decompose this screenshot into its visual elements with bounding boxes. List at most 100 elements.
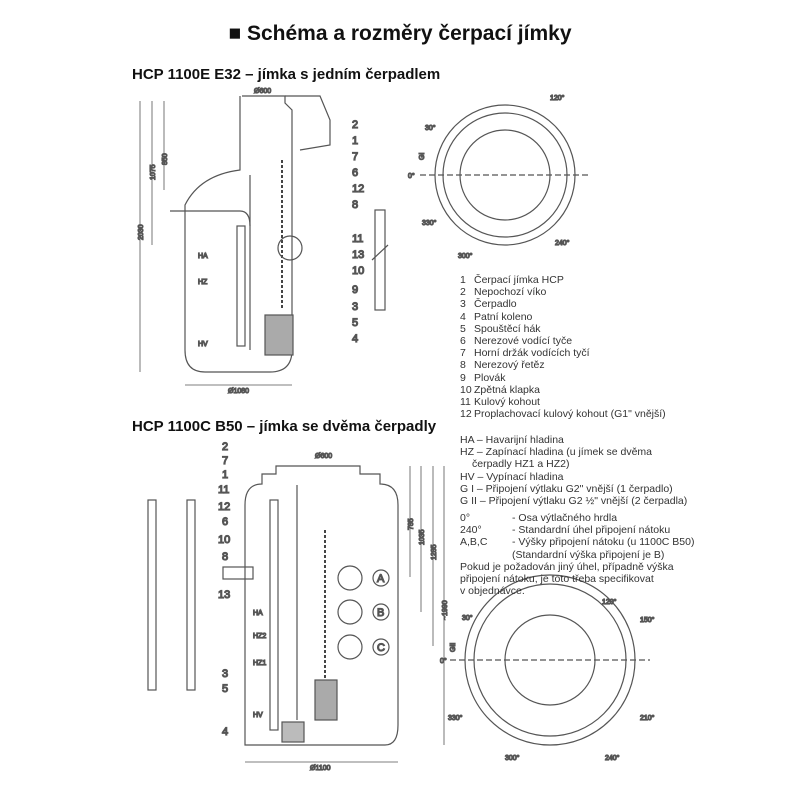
section1-heading: HCP 1100E E32 – jímka s jedním čerpadlem <box>132 66 441 83</box>
svg-text:2: 2 <box>352 119 358 131</box>
legend-line: G I – Připojení výtlaku G2" vnější (1 če… <box>460 482 673 495</box>
dim-diameter-600: Ø600 <box>315 453 332 460</box>
inlet-markers <box>372 569 390 656</box>
connection-label: GI <box>419 153 426 160</box>
svg-text:10: 10 <box>352 265 364 277</box>
level-hv: HV <box>198 341 208 348</box>
svg-text:2: 2 <box>222 441 228 453</box>
legend-line: A,B,C- Výšky připojení nátoku (u 1100C B… <box>460 536 695 549</box>
legend-line: 240°- Standardní úhel připojení nátoku <box>460 524 671 537</box>
svg-text:11: 11 <box>218 484 229 496</box>
inlet-a: A <box>377 573 385 585</box>
level-hz2: HZ2 <box>253 633 266 640</box>
legend-line: HV – Vypínací hladina <box>460 470 564 483</box>
level-hz: HZ <box>198 279 208 286</box>
svg-text:5: 5 <box>222 683 228 695</box>
callouts-2: 2 7 1 11 12 6 10 8 13 3 5 4 <box>217 440 230 738</box>
svg-text:10: 10 <box>218 534 230 546</box>
svg-text:9: 9 <box>352 284 358 296</box>
svg-text:12: 12 <box>218 501 230 513</box>
svg-text:6: 6 <box>222 516 228 528</box>
dim-1990: ~1990 <box>442 600 449 620</box>
svg-text:6: 6 <box>352 167 358 179</box>
svg-text:7: 7 <box>222 455 228 467</box>
dim-850: 850 <box>162 153 169 165</box>
svg-text:5: 5 <box>352 317 358 329</box>
angle-label: 300° <box>505 754 520 762</box>
angle-label: 240° <box>605 754 620 762</box>
top-view-2 <box>450 574 650 746</box>
angle-label: 300° <box>458 252 473 260</box>
svg-text:3: 3 <box>352 301 358 313</box>
angle-label: 150° <box>640 616 655 624</box>
legend-line: čerpadly HZ1 a HZ2) <box>472 458 570 471</box>
dim-1285: 1285 <box>431 544 438 560</box>
svg-text:8: 8 <box>222 551 228 563</box>
svg-text:4: 4 <box>352 333 358 345</box>
dimensions-1 <box>139 101 292 386</box>
note-line: připojení nátoku, je toto třeba specifik… <box>460 573 654 586</box>
angle-label: 330° <box>422 219 437 227</box>
dim-diameter-600: Ø600 <box>254 88 271 95</box>
angle-label: 120° <box>550 94 565 102</box>
legend-line: 0°- Osa výtlačného hrdla <box>460 512 618 524</box>
angle-label: 0° <box>408 172 415 180</box>
tank-1100e <box>170 95 389 373</box>
legend-line: G II – Připojení výtlaku G2 ½" vnější (2… <box>460 495 688 508</box>
inlet-c: C <box>377 642 385 654</box>
legend-line: (Standardní výška připojení je B) <box>512 548 665 561</box>
svg-text:13: 13 <box>352 249 364 261</box>
level-hv: HV <box>253 712 263 719</box>
dim-diameter-1100: Ø1100 <box>310 765 331 772</box>
note-line: v objednávce. <box>460 585 525 598</box>
dim-diameter-1080: Ø1080 <box>228 388 249 395</box>
dim-1075: 1075 <box>150 164 157 180</box>
angle-label: 240° <box>555 239 570 247</box>
angle-label: 210° <box>640 714 655 722</box>
angle-label: 0° <box>440 657 447 665</box>
level-hz1: HZ1 <box>253 660 266 667</box>
angle-label: 120° <box>602 598 617 606</box>
svg-text:8: 8 <box>352 199 358 211</box>
angles-legend: 0°- Osa výtlačného hrdla 240°- Standardn… <box>460 512 694 597</box>
svg-text:3: 3 <box>222 668 228 680</box>
svg-text:13: 13 <box>218 589 230 601</box>
levels-legend: HA – Havarijní hladina HZ – Zapínací hla… <box>460 434 687 507</box>
dim-1035: 1035 <box>419 529 426 545</box>
level-ha: HA <box>253 610 263 617</box>
svg-text:4: 4 <box>222 726 228 738</box>
top-view-1 <box>420 104 590 246</box>
page-title: ■ Schéma a rozměry čerpací jímky <box>228 22 572 45</box>
connection-label: GII <box>450 643 457 652</box>
dim-2030: 2030 <box>138 224 145 240</box>
legend-line: HZ – Zapínací hladina (u jímek se dvěma <box>460 446 653 459</box>
section2-heading: HCP 1100C B50 – jímka se dvěma čerpadly <box>132 418 437 435</box>
angle-label: 30° <box>425 124 436 132</box>
note-line: Pokud je požadován jiný úhel, případně v… <box>460 560 674 573</box>
tank-1100c <box>147 465 399 746</box>
legend-line: HA – Havarijní hladina <box>460 434 564 446</box>
dimensions-2 <box>245 466 445 763</box>
svg-text:1: 1 <box>352 135 358 147</box>
angle-label: 30° <box>462 614 473 622</box>
dim-785: 785 <box>408 518 415 530</box>
callouts-1: 2 1 7 6 12 8 11 13 10 9 3 5 4 <box>351 118 364 345</box>
svg-text:11: 11 <box>352 233 363 245</box>
angle-label: 330° <box>448 714 463 722</box>
inlet-b: B <box>377 607 384 619</box>
